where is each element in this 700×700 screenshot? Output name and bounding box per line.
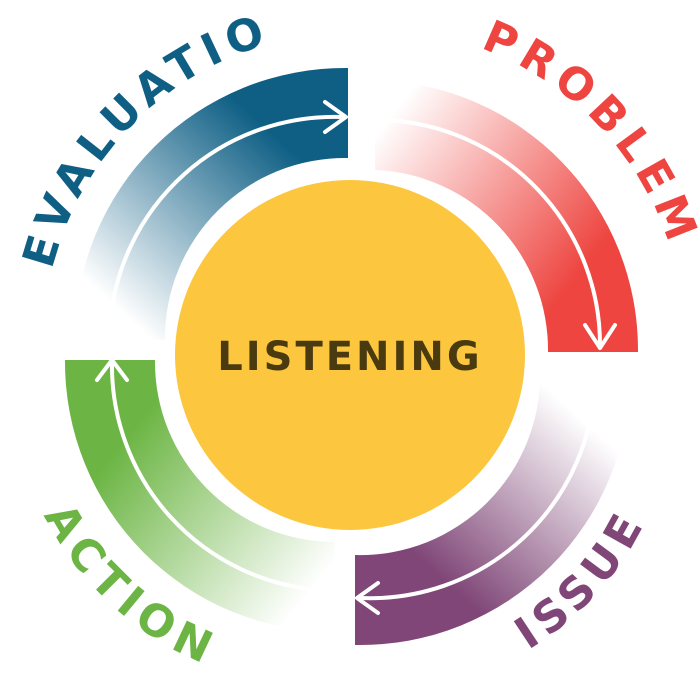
center-label: LISTENING — [217, 334, 482, 380]
stage-arcs — [64, 67, 639, 646]
center-circle — [175, 180, 525, 530]
cycle-arrows — [95, 100, 617, 615]
action-arrow — [95, 358, 322, 592]
issue-arc — [355, 370, 631, 646]
evaluation-arrow — [108, 100, 348, 327]
problem-arrow — [383, 118, 617, 350]
issue-arrow — [355, 378, 597, 615]
evaluation-arc — [74, 67, 348, 340]
action-arc — [64, 360, 335, 632]
problem-arc — [375, 80, 639, 352]
